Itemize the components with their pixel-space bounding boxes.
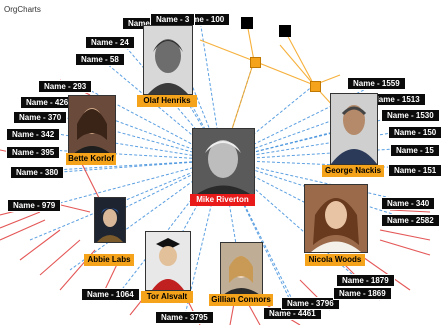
edge-line [19, 229, 61, 261]
avatar [143, 25, 193, 95]
hub-node[interactable] [310, 81, 321, 92]
edge-line [221, 159, 301, 316]
group-node[interactable] [279, 25, 291, 37]
edge-line [253, 60, 315, 86]
hub-node[interactable] [250, 57, 261, 68]
edge-line [0, 211, 41, 229]
edge-line [79, 159, 101, 201]
avatar [330, 93, 378, 165]
edge-line [59, 99, 223, 161]
name-tag[interactable]: Name - 1879 [336, 274, 395, 287]
edge-line [389, 209, 431, 213]
name-tag[interactable]: Name - 24 [85, 36, 135, 49]
person-name-label: Nicola Woods [305, 254, 365, 266]
group-node[interactable] [241, 17, 253, 29]
avatar [304, 184, 368, 253]
name-tag[interactable]: Name - 3796 [281, 297, 340, 310]
name-tag[interactable]: Name - 979 [7, 199, 62, 212]
avatar [68, 95, 116, 157]
edge-line [379, 229, 431, 241]
app-title: OrgCharts [4, 5, 41, 14]
name-tag[interactable]: Name - 380 [10, 166, 65, 179]
name-tag[interactable]: Name - 2582 [381, 214, 440, 227]
person-name-label: Gillian Connors [209, 294, 273, 306]
person-name-label: Bette Korlof [66, 153, 116, 165]
person-name-label: Mike Riverton [190, 194, 255, 206]
avatar [145, 231, 191, 291]
name-tag[interactable]: Name - 1559 [347, 77, 406, 90]
name-tag[interactable]: Name - 395 [6, 146, 61, 159]
edge-line [54, 114, 223, 161]
person-name-label: George Nackis [322, 165, 384, 177]
edge-line [39, 239, 81, 276]
edge-line [359, 254, 411, 291]
edge-line [0, 219, 46, 241]
avatar [220, 242, 263, 296]
avatar [94, 197, 126, 243]
name-tag[interactable]: Name - 342 [6, 128, 61, 141]
edge-line [246, 22, 255, 62]
edge-line [199, 19, 223, 161]
edge-line [284, 30, 315, 86]
edge-line [199, 39, 255, 62]
person-name-label: Olaf Henriks [137, 95, 197, 107]
name-tag[interactable]: Name - 293 [38, 80, 93, 93]
name-tag[interactable]: Name - 1530 [381, 109, 440, 122]
name-tag[interactable]: Name - 370 [13, 111, 68, 124]
edge-line [379, 239, 431, 256]
name-tag[interactable]: Name - 1869 [333, 287, 392, 300]
name-tag[interactable]: Name - 15 [390, 144, 440, 157]
name-tag[interactable]: Name - 3795 [155, 311, 214, 324]
name-tag[interactable]: Name - 151 [388, 164, 442, 177]
person-name-label: Abbie Labs [84, 254, 134, 266]
edge-line [49, 149, 223, 161]
name-tag[interactable]: Name - 1064 [81, 288, 140, 301]
name-tag[interactable]: Name - 58 [75, 53, 125, 66]
edge-line [279, 44, 315, 86]
edge-line [19, 159, 223, 176]
name-tag[interactable]: Name - 150 [388, 126, 442, 139]
name-tag[interactable]: Name - 340 [381, 197, 436, 210]
avatar [192, 128, 255, 195]
name-tag[interactable]: Name - 426 [20, 96, 75, 109]
person-name-label: Tor Alsvalt [141, 291, 193, 303]
